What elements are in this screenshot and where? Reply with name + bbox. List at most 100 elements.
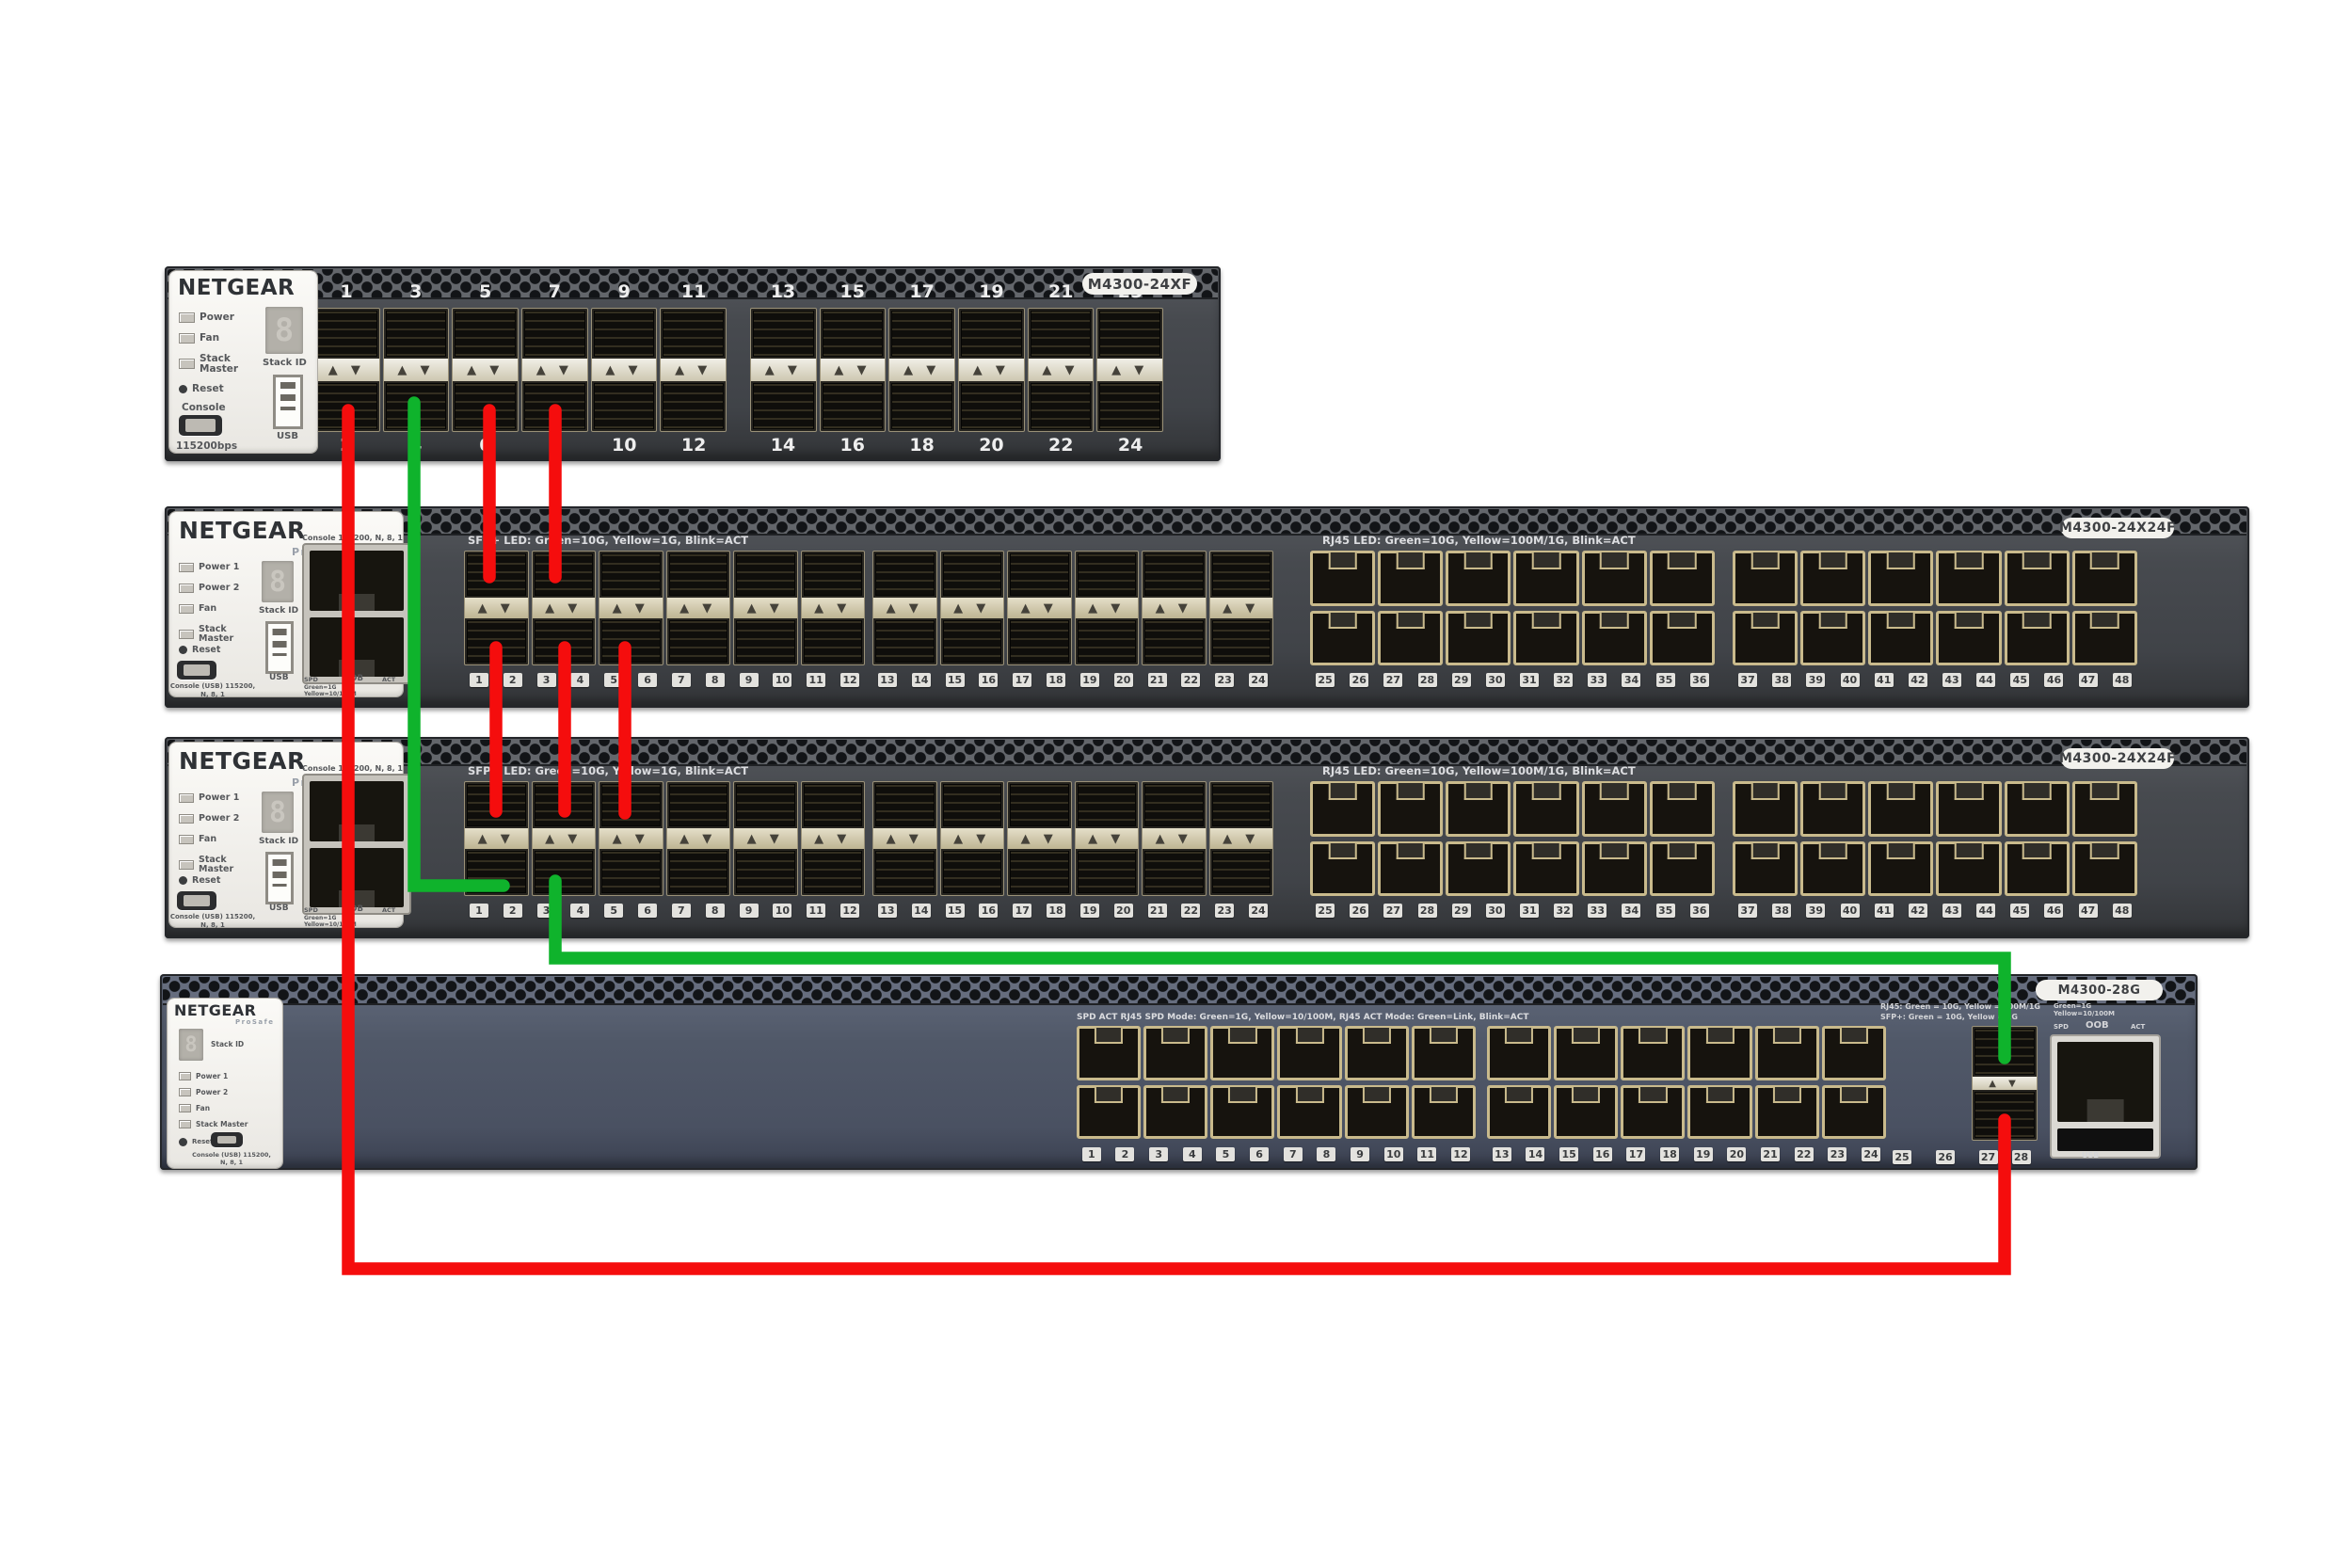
port-number-chip: 9 — [1351, 1146, 1370, 1161]
sfp-cage-grid: ▲ ▼▲ ▼▲ ▼▲ ▼▲ ▼▲ ▼ — [462, 551, 867, 665]
port-number-chip: 13 — [877, 903, 897, 918]
port-number-chip: 17 — [1626, 1146, 1646, 1161]
port-number-chip: 31 — [1520, 672, 1540, 687]
port-number-chip: 29 — [1451, 903, 1471, 918]
sfp-port-column: ▲ ▼ — [733, 551, 798, 665]
rj45-grid — [1308, 781, 1717, 896]
rj45-port — [1649, 781, 1715, 837]
rj45-port-column — [1649, 551, 1715, 665]
uplink-sfp-pair: ▲ ▼ — [1972, 1026, 2038, 1141]
sfp-cage-block: ▲ ▼▲ ▼▲ ▼▲ ▼▲ ▼▲ ▼ — [312, 308, 728, 432]
sfp-port-column: ▲ ▼ — [464, 551, 529, 665]
sfp-port-column: ▲ ▼ — [1007, 781, 1072, 896]
port-number-chip: 21 — [1761, 1146, 1781, 1161]
port-number-chip: 33 — [1588, 903, 1607, 918]
stack-id-label: Stack ID — [211, 1040, 245, 1048]
port-number-chip: 23 — [1215, 903, 1235, 918]
rj45-port-column — [1077, 1026, 1142, 1139]
model-badge: M4300-28G — [2036, 980, 2163, 1000]
rj45-port-column — [1411, 1026, 1476, 1139]
rj45-port — [1077, 1084, 1142, 1139]
sfp-port — [316, 311, 377, 357]
sfp-led-legend: SFP+ LED: Green=10G, Yellow=1G, Blink=AC… — [468, 764, 749, 777]
port-number: 10 — [612, 435, 637, 456]
port-number-chip: 16 — [979, 672, 999, 687]
sfp-port — [960, 311, 1022, 357]
sfp-port — [534, 784, 593, 826]
port-number-chip: 30 — [1485, 672, 1505, 687]
port-number-chip: 25 — [1893, 1149, 1911, 1164]
port-number-chip: 19 — [1693, 1146, 1713, 1161]
port-number-chip: 38 — [1772, 903, 1792, 918]
port-number-chip: 27 — [1978, 1149, 1998, 1164]
port-number-chip: 38 — [1772, 672, 1792, 687]
port-number-chip: 14 — [1526, 1146, 1545, 1161]
console-usb-label: Console (USB) 115200, N, 8, 1 — [169, 913, 256, 929]
uplink-rj45-pair — [1880, 1026, 1967, 1139]
sfp-port-column: ▲ ▼ — [665, 781, 730, 896]
rj45-port — [1936, 781, 2002, 837]
console-rj45-label: Console 115200, N, 8, 1 — [302, 534, 403, 542]
rj45-port-column — [1754, 1026, 1819, 1139]
oob-note-1: Green=1G — [2054, 1002, 2092, 1010]
sfp-port-column: ▲ ▼ — [872, 781, 937, 896]
oob-usb-port — [2057, 1128, 2153, 1151]
port-number-chip: 6 — [638, 903, 658, 918]
sfp-port — [668, 851, 727, 893]
sfp-latch-arrows-icon: ▲ ▼ — [591, 359, 657, 381]
port-number-chip: 24 — [1862, 1146, 1881, 1161]
status-led-icon — [179, 584, 194, 593]
sfp-port — [467, 784, 526, 826]
port-number: 9 — [617, 281, 631, 302]
sfp-port — [1010, 620, 1069, 663]
rj45-port — [1210, 1084, 1275, 1139]
status-led-row: Power 2 — [179, 814, 253, 824]
rj45-port — [1800, 840, 1866, 896]
port-number-chip: 27 — [1383, 903, 1403, 918]
rj45-port — [1513, 840, 1579, 896]
sfp-cage-block: ▲ ▼▲ ▼▲ ▼▲ ▼▲ ▼▲ ▼ — [462, 551, 867, 665]
rj45-port — [1733, 840, 1798, 896]
status-led-row: Stack Master — [179, 625, 253, 643]
status-led-label: Power 2 — [199, 583, 240, 594]
sfp-port — [875, 553, 935, 596]
rj45-port-column — [1581, 551, 1647, 665]
rj45-block — [1731, 551, 2139, 665]
sfp-port — [1077, 851, 1136, 893]
status-led-row: Fan — [179, 333, 258, 344]
netgear-logo: NETGEAR — [179, 747, 306, 775]
rj45-port-column — [1344, 1026, 1409, 1139]
port-number-chip: 23 — [1215, 672, 1235, 687]
port-number-chip: 1 — [1081, 1146, 1101, 1161]
sfp-port — [668, 553, 727, 596]
sfp-port — [891, 383, 952, 429]
port-number-chip: 27 — [1383, 672, 1403, 687]
sfp-port-column: ▲ ▼ — [1208, 781, 1273, 896]
sfp-port — [1144, 553, 1204, 596]
rj45-port-column — [1277, 1026, 1342, 1139]
sfp-port — [1077, 620, 1136, 663]
rj45-port — [1621, 1026, 1686, 1080]
port-number-chip: 12 — [1451, 1146, 1471, 1161]
port-number-chip: 4 — [1182, 1146, 1202, 1161]
port-number-chip: 12 — [840, 903, 860, 918]
port-number-chip: 41 — [1874, 672, 1894, 687]
rj45-port — [1277, 1084, 1342, 1139]
port-number-chip: 22 — [1794, 1146, 1814, 1161]
sfp-cage-block: ▲ ▼▲ ▼▲ ▼▲ ▼▲ ▼▲ ▼ — [871, 551, 1275, 665]
port-number-chip: 34 — [1622, 672, 1641, 687]
port-number-chip: 48 — [2112, 672, 2132, 687]
rj45-port-column — [1446, 551, 1511, 665]
model-badge: M4300-24X24F — [2059, 518, 2176, 538]
rj45-port — [1378, 551, 1444, 606]
rj45-block — [1731, 781, 2139, 896]
console-mini-usb-port — [177, 661, 216, 680]
rj45-port — [1143, 1026, 1208, 1080]
port-number: 2 — [340, 435, 353, 456]
rj45-port — [1754, 1084, 1819, 1139]
